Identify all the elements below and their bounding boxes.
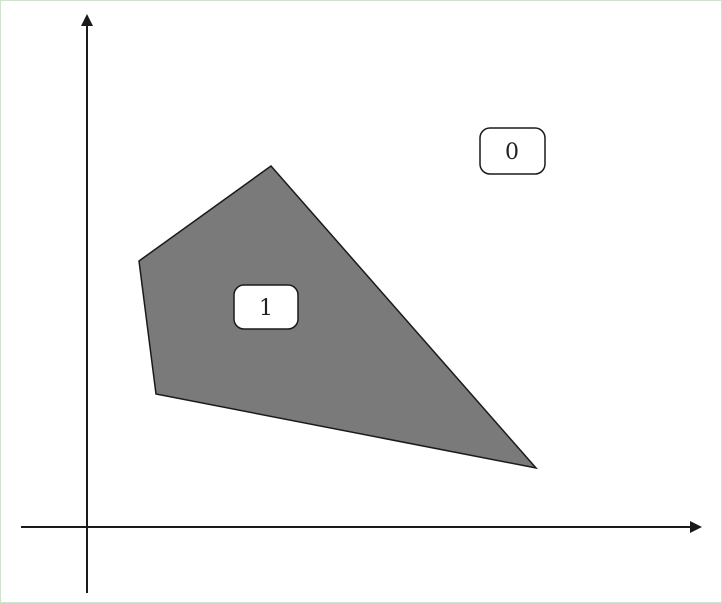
region-1-label: 1 xyxy=(259,296,273,321)
region-0-label: 0 xyxy=(505,140,519,165)
region-1-label-box: 1 xyxy=(233,284,299,330)
decision-region-polygon xyxy=(138,164,539,470)
region-0-label-box: 0 xyxy=(479,127,546,175)
